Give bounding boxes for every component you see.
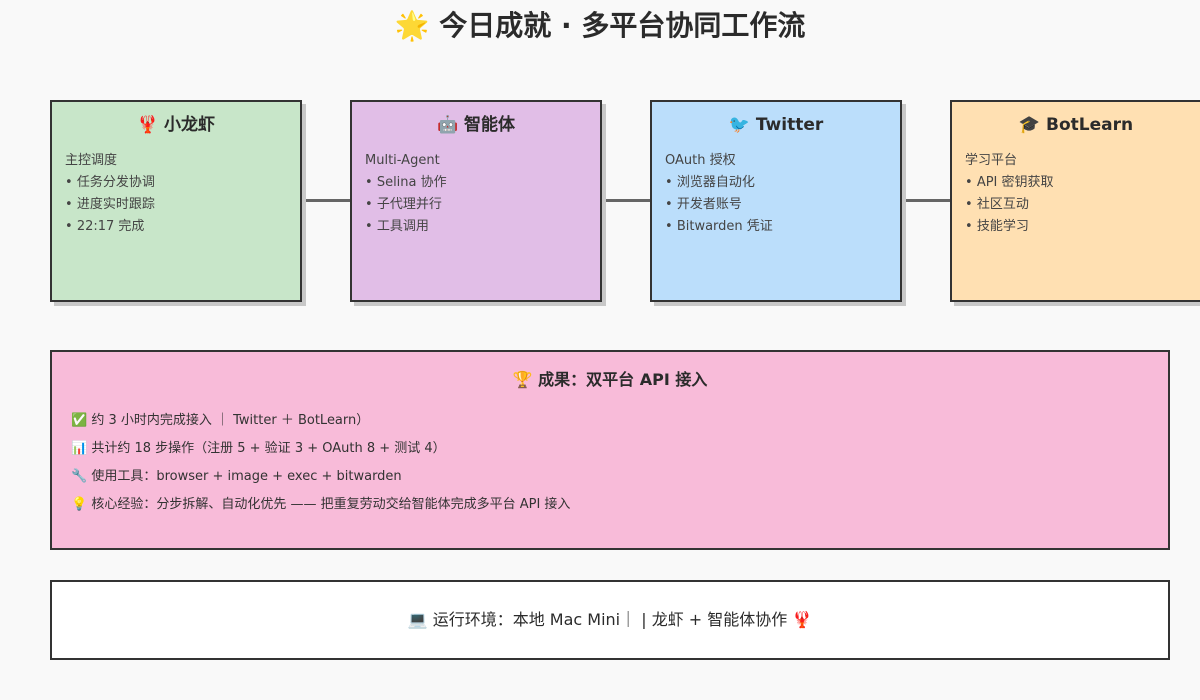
card-item: 进度实时跟踪	[65, 194, 300, 216]
robot-icon: 🤖	[436, 115, 459, 135]
summary-title: 🏆 成果：双平台 API 接入	[52, 369, 1168, 391]
card-item: 任务分发协调	[65, 172, 300, 194]
card-title-text: 智能体	[464, 115, 516, 135]
connector-2-3	[600, 199, 650, 202]
card-item: 工具调用	[365, 216, 600, 238]
summary-line: 💡 核心经验：分步拆解、自动化优先 —— 把重复劳动交给智能体完成多平台 API…	[71, 497, 571, 512]
card-item: Bitwarden 凭证	[665, 216, 900, 238]
page-title: 🌟 今日成就 · 多平台协同工作流	[394, 9, 806, 42]
card-item: API 密钥获取	[965, 172, 1200, 194]
card-title: 🦞 小龙虾	[52, 114, 300, 136]
summary-line: ✅ 约 3 小时内完成接入 ｜ Twitter ＋ BotLearn）	[71, 413, 370, 428]
card-item: 社区互动	[965, 194, 1200, 216]
summary-panel: 🏆 成果：双平台 API 接入 ✅ 约 3 小时内完成接入 ｜ Twitter …	[50, 350, 1170, 550]
card-line-list: OAuth 授权 浏览器自动化 开发者账号 Bitwarden 凭证	[665, 150, 900, 238]
card-lobster: 🦞 小龙虾 主控调度 任务分发协调 进度实时跟踪 22:17 完成	[50, 100, 302, 302]
card-agent: 🤖 智能体 Multi-Agent Selina 协作 子代理并行 工具调用	[350, 100, 602, 302]
card-twitter: 🐦 Twitter OAuth 授权 浏览器自动化 开发者账号 Bitwarde…	[650, 100, 902, 302]
connector-3-4	[900, 199, 950, 202]
card-line-list: 主控调度 任务分发协调 进度实时跟踪 22:17 完成	[65, 150, 300, 238]
summary-line: 📊 共计约 18 步操作（注册 5 + 验证 3 + OAuth 8 + 测试 …	[71, 441, 446, 456]
lobster-icon: 🦞	[136, 115, 159, 135]
card-title: 🐦 Twitter	[652, 114, 900, 136]
card-subtitle: Multi-Agent	[365, 153, 440, 168]
card-item: 技能学习	[965, 216, 1200, 238]
card-title-text: BotLearn	[1046, 115, 1134, 135]
card-subtitle: OAuth 授权	[665, 153, 736, 168]
trophy-icon: 🏆	[512, 370, 533, 389]
card-title: 🎓 BotLearn	[952, 114, 1200, 136]
card-line-list: Multi-Agent Selina 协作 子代理并行 工具调用	[365, 150, 600, 238]
card-title-text: 小龙虾	[164, 115, 216, 135]
card-subtitle: 学习平台	[965, 153, 1018, 168]
card-item: Selina 协作	[365, 172, 600, 194]
card-title-text: Twitter	[755, 115, 824, 135]
card-title: 🤖 智能体	[352, 114, 600, 136]
summary-title-text: 成果：双平台 API 接入	[538, 370, 708, 389]
connector-1-2	[300, 199, 350, 202]
card-line-list: 学习平台 API 密钥获取 社区互动 技能学习	[965, 150, 1200, 238]
card-item: 22:17 完成	[65, 216, 300, 238]
bird-icon: 🐦	[728, 115, 750, 135]
footer-banner: 💻 运行环境：本地 Mac Mini｜ | 龙虾 + 智能体协作 🦞	[50, 580, 1170, 660]
graduation-cap-icon: 🎓	[1018, 115, 1041, 135]
card-item: 子代理并行	[365, 194, 600, 216]
card-botlearn: 🎓 BotLearn 学习平台 API 密钥获取 社区互动 技能学习	[950, 100, 1200, 302]
card-item: 浏览器自动化	[665, 172, 900, 194]
summary-line-list: ✅ 约 3 小时内完成接入 ｜ Twitter ＋ BotLearn） 📊 共计…	[71, 407, 1168, 519]
footer-text: 💻 运行环境：本地 Mac Mini｜ | 龙虾 + 智能体协作 🦞	[407, 610, 813, 629]
card-item: 开发者账号	[665, 194, 900, 216]
summary-line: 🔧 使用工具：browser + image + exec + bitwarde…	[71, 469, 402, 484]
card-subtitle: 主控调度	[65, 153, 118, 168]
